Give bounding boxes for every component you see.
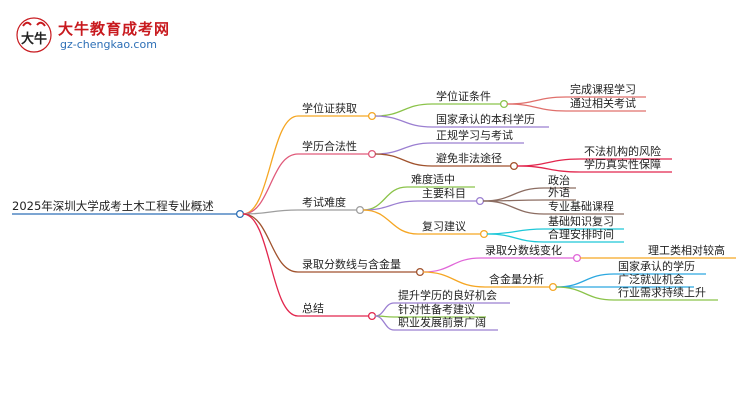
subtopic-connector-1-2 bbox=[374, 115, 433, 128]
leaf-label-1-1-2: 通过相关考试 bbox=[570, 96, 636, 110]
root-node-label: 2025年深圳大学成考土木工程专业概述 bbox=[12, 199, 214, 213]
subtopic-label-3-2: 主要科目 bbox=[422, 186, 466, 200]
subtopic-label-5-1: 提升学历的良好机会 bbox=[398, 288, 497, 302]
subtopic-connector-5-1 bbox=[374, 302, 395, 317]
branch-connector-5 bbox=[242, 213, 299, 317]
subtopic-dot-2-2 bbox=[509, 161, 519, 171]
leaf-label-2-2-2: 学历真实性保障 bbox=[584, 157, 661, 171]
subtopic-connector-2-2 bbox=[374, 153, 433, 167]
subtopic-dot-3-3 bbox=[479, 229, 489, 239]
leaf-connector-2-2-2 bbox=[516, 165, 581, 173]
leaf-label-3-3-2: 合理安排时间 bbox=[548, 227, 614, 241]
branch-dot-5 bbox=[367, 311, 377, 321]
branch-label-1: 学位证获取 bbox=[302, 101, 357, 115]
subtopic-label-1-1: 学位证条件 bbox=[436, 89, 491, 103]
leaf-label-3-2-3: 专业基础课程 bbox=[548, 199, 614, 213]
branch-label-4: 录取分数线与含金量 bbox=[302, 257, 401, 271]
leaf-label-3-2-1: 政治 bbox=[548, 173, 570, 187]
leaf-connector-3-2-3 bbox=[482, 200, 545, 215]
subtopic-dot-4-1 bbox=[572, 253, 582, 263]
subtopic-label-1-2: 国家承认的本科学历 bbox=[436, 112, 535, 126]
leaf-label-4-2-2: 广泛就业机会 bbox=[618, 272, 684, 286]
subtopic-connector-3-2 bbox=[362, 200, 419, 211]
leaf-connector-3-2-1 bbox=[482, 187, 545, 202]
site-title: 大牛教育成考网 bbox=[58, 20, 171, 38]
leaf-connector-4-2-1 bbox=[555, 273, 615, 288]
leaf-connector-3-3-1 bbox=[486, 228, 545, 235]
subtopic-connector-4-2 bbox=[422, 271, 486, 288]
leaf-label-4-1-1: 理工类相对较高 bbox=[648, 243, 725, 257]
subtopic-connector-4-1 bbox=[422, 257, 482, 273]
leaf-label-4-2-1: 国家承认的学历 bbox=[618, 259, 695, 273]
leaf-connector-2-2-1 bbox=[516, 158, 581, 167]
subtopic-connector-2-1 bbox=[374, 142, 433, 155]
branch-label-2: 学历合法性 bbox=[302, 139, 357, 153]
subtopic-label-3-1: 难度适中 bbox=[411, 172, 455, 186]
leaf-connector-3-3-2 bbox=[486, 233, 545, 243]
subtopic-connector-3-3 bbox=[362, 209, 419, 235]
site-logo[interactable]: 大牛 大牛教育成考网 gz-chengkao.com bbox=[14, 16, 174, 56]
root-node-dot bbox=[235, 209, 245, 219]
branch-connector-2 bbox=[242, 153, 299, 215]
branch-connector-4 bbox=[242, 213, 299, 273]
leaf-label-2-2-1: 不法机构的风险 bbox=[584, 144, 661, 158]
subtopic-connector-1-1 bbox=[374, 103, 433, 117]
subtopic-label-5-3: 职业发展前景广阔 bbox=[398, 315, 486, 329]
subtopic-label-4-2: 含金量分析 bbox=[489, 272, 544, 286]
subtopic-label-2-2: 避免非法途径 bbox=[436, 151, 502, 165]
leaf-connector-4-2-3 bbox=[555, 286, 615, 301]
subtopic-label-5-2: 针对性备考建议 bbox=[398, 302, 475, 316]
branch-dot-1 bbox=[367, 111, 377, 121]
subtopic-label-2-1: 正规学习与考试 bbox=[436, 128, 513, 142]
branch-dot-3 bbox=[355, 205, 365, 215]
bull-logo-icon: 大牛 bbox=[16, 17, 52, 53]
branch-connector-1 bbox=[242, 115, 299, 215]
subtopic-connector-5-3 bbox=[374, 315, 395, 331]
subtopic-dot-3-2 bbox=[475, 196, 485, 206]
logo-mark-text: 大牛 bbox=[21, 31, 47, 47]
branch-dot-4 bbox=[415, 267, 425, 277]
site-url: gz-chengkao.com bbox=[60, 38, 157, 51]
leaf-label-3-2-2: 外语 bbox=[548, 186, 570, 199]
subtopic-dot-1-1 bbox=[499, 99, 509, 109]
subtopic-label-3-3: 复习建议 bbox=[422, 219, 466, 233]
leaf-label-4-2-3: 行业需求持续上升 bbox=[618, 285, 706, 299]
leaf-label-3-3-1: 基础知识复习 bbox=[548, 214, 614, 228]
subtopic-label-4-1: 录取分数线变化 bbox=[485, 243, 562, 257]
branch-connector-3 bbox=[242, 209, 299, 215]
branch-label-3: 考试难度 bbox=[302, 195, 346, 209]
branch-label-5: 总结 bbox=[302, 301, 324, 315]
subtopic-dot-4-2 bbox=[548, 282, 558, 292]
leaf-connector-1-1-1 bbox=[506, 96, 567, 105]
leaf-label-1-1-1: 完成课程学习 bbox=[570, 82, 636, 96]
leaf-connector-1-1-2 bbox=[506, 103, 567, 112]
branch-dot-2 bbox=[367, 149, 377, 159]
